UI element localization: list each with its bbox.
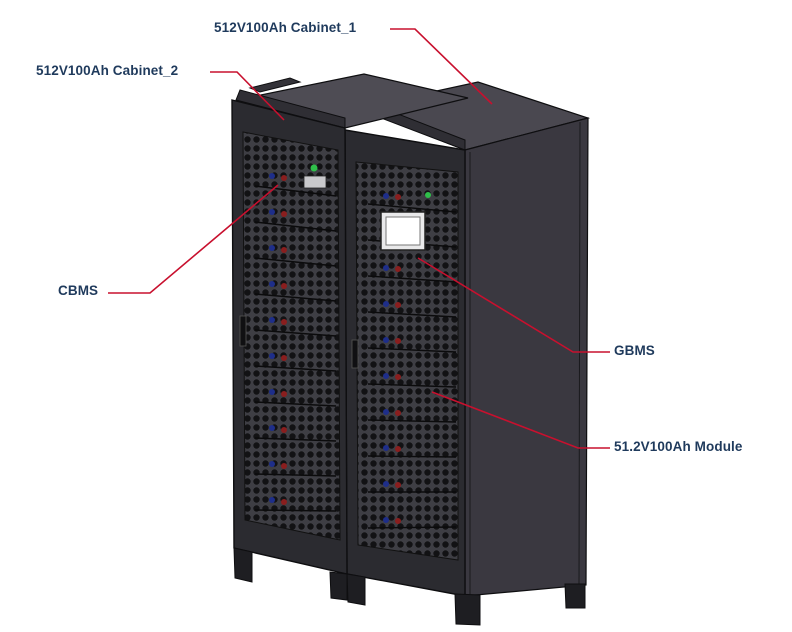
leader-line-cabinet-1: [390, 28, 493, 105]
label-cabinet-1: 512V100Ah Cabinet_1: [214, 20, 357, 35]
cabinet-1-leg-rear: [564, 583, 586, 609]
leader-line-gbms: [417, 257, 610, 353]
cabinet-2-door-handle: [239, 315, 247, 347]
cabinet-1-leg-front: [346, 573, 366, 606]
cabinet-2-leg-left: [233, 547, 253, 583]
label-gbms: GBMS: [614, 343, 655, 358]
cabinet-2-module-terminals: [269, 173, 287, 505]
cabinet-1-side-panel: [464, 117, 589, 597]
cabinet-2-leg-right: [329, 571, 348, 601]
leader-line-module: [431, 391, 610, 449]
cabinet-2: [231, 73, 469, 601]
label-cabinet-2: 512V100Ah Cabinet_2: [36, 63, 179, 78]
label-module: 51.2V100Ah Module: [614, 439, 743, 454]
cabinet-1-leg-mid: [454, 593, 481, 626]
cabinet-1: [344, 81, 591, 626]
cabinet-1-status-led: [425, 192, 431, 198]
cabinet-2-module-slots: [254, 185, 337, 512]
leader-line-cbms: [108, 184, 279, 294]
gbms-display: [380, 211, 426, 251]
label-cbms: CBMS: [58, 283, 99, 298]
leader-lines: [108, 28, 610, 449]
leader-line-cabinet-2: [210, 71, 285, 121]
cabinet-1-door-handle: [351, 339, 359, 369]
cbms-controls: [303, 164, 327, 189]
